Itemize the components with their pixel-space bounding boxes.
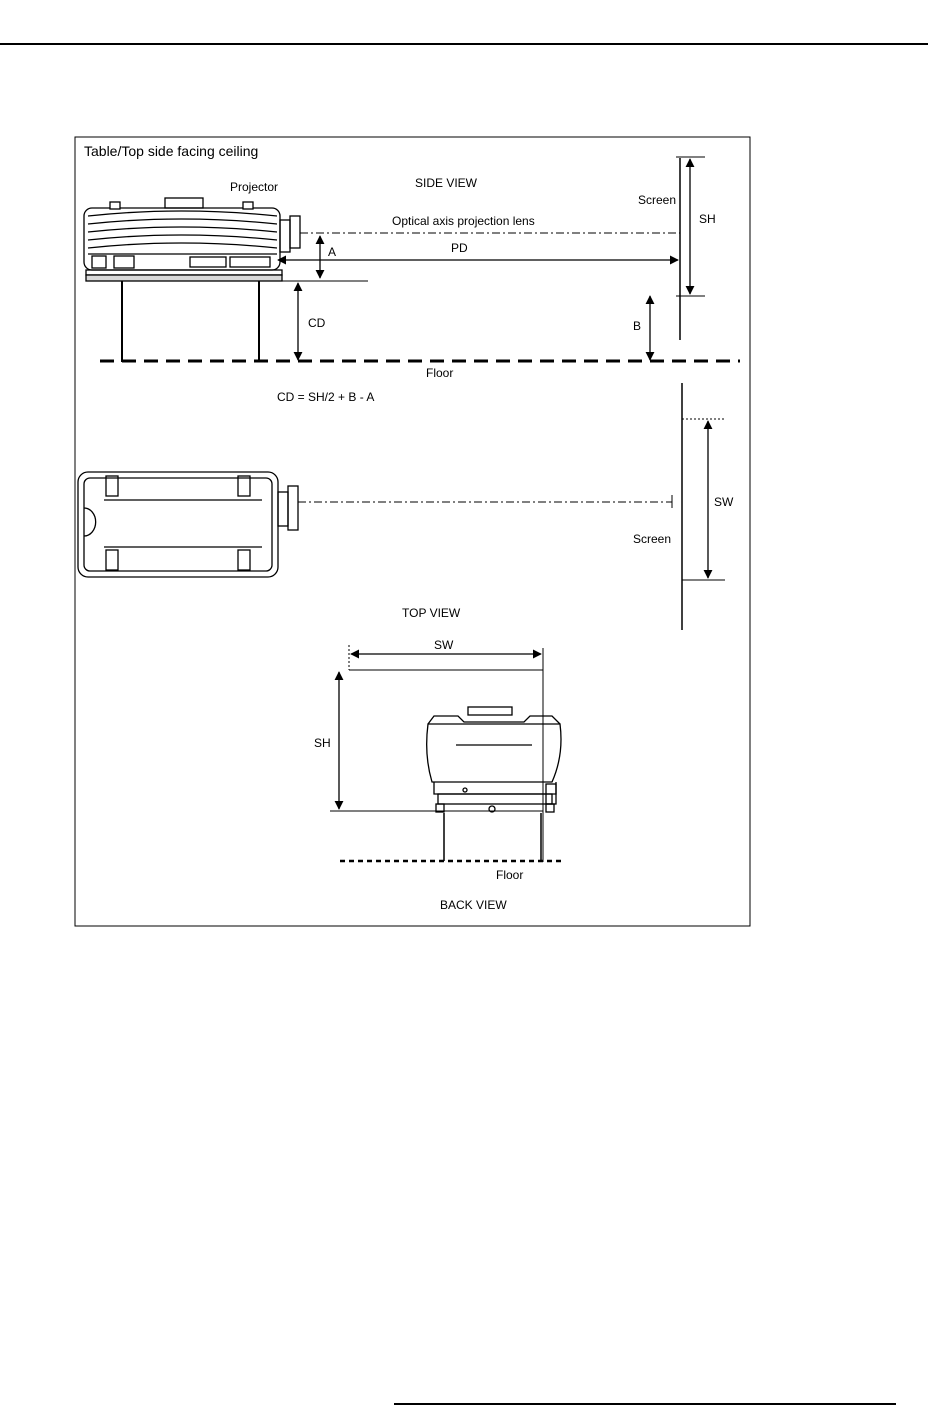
dim-pd-label: PD [451, 241, 468, 255]
frame-title: Table/Top side facing ceiling [84, 143, 258, 159]
dim-a-label: A [328, 245, 336, 259]
dim-sw-label-top: SW [714, 495, 734, 509]
projector-back-drawing [427, 707, 561, 812]
dim-sh-label: SH [699, 212, 716, 226]
dim-cd-label: CD [308, 316, 326, 330]
cd-formula: CD = SH/2 + B - A [277, 390, 374, 404]
back-view-title: BACK VIEW [440, 898, 507, 912]
projector-side-drawing [84, 198, 300, 281]
floor-label-back: Floor [496, 868, 523, 882]
side-view: SIDE VIEW Projector Opt [84, 157, 740, 380]
projector-label: Projector [230, 180, 278, 194]
projector-top-drawing [78, 472, 298, 577]
top-view: Screen SW TOP VIEW [78, 383, 734, 630]
dim-sh-label-back: SH [314, 736, 331, 750]
dim-b-label: B [633, 319, 641, 333]
floor-label-side: Floor [426, 366, 453, 380]
top-view-title: TOP VIEW [402, 606, 461, 620]
back-view: SW SH Floor BACK VIEW [314, 638, 562, 912]
dim-sw-label-back: SW [434, 638, 454, 652]
side-view-title: SIDE VIEW [415, 176, 478, 190]
screen-label-side: Screen [638, 193, 676, 207]
optical-axis-label: Optical axis projection lens [392, 214, 535, 228]
screen-label-top: Screen [633, 532, 671, 546]
